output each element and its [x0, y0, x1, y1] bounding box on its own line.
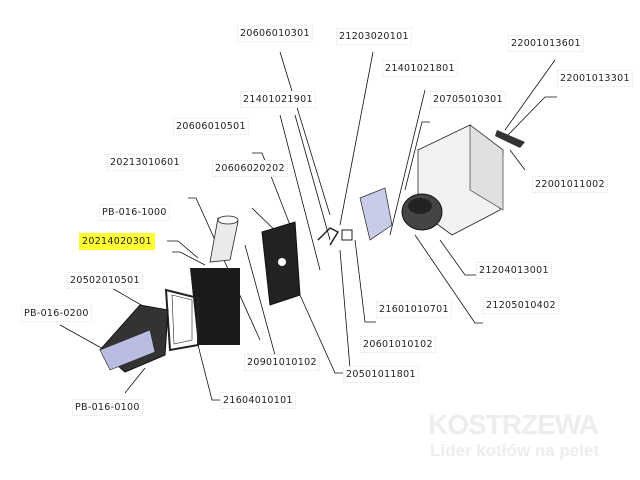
feed-tube	[209, 215, 239, 263]
part-label[interactable]: 22001011002	[532, 176, 608, 193]
part-label[interactable]: 22001013601	[508, 35, 584, 52]
fan	[401, 193, 443, 231]
part-label[interactable]: 21401021801	[382, 60, 458, 77]
part-label[interactable]: 20601010102	[360, 336, 436, 353]
part-label[interactable]: 20901010102	[244, 354, 320, 371]
part-label[interactable]: PB-016-1000	[99, 204, 170, 221]
part-label[interactable]: 21203020101	[336, 28, 412, 45]
burner-grate	[99, 304, 169, 373]
combustion-chamber	[164, 268, 240, 352]
part-label[interactable]: 20502010501	[67, 272, 143, 289]
part-label[interactable]: 20606020202	[212, 160, 288, 177]
leader-lines	[59, 51, 557, 401]
small-plate	[341, 229, 353, 241]
part-label[interactable]: 20606010301	[237, 25, 313, 42]
bracket	[317, 227, 340, 246]
part-label-highlighted[interactable]: 20214020301	[79, 233, 155, 250]
part-label[interactable]: 20501011801	[343, 366, 419, 383]
watermark-tagline: Lider kotłów na pelet	[430, 441, 600, 460]
part-label[interactable]: 22001013301	[557, 70, 633, 87]
mounting-plate	[261, 221, 301, 306]
controller-box	[359, 187, 393, 241]
part-label[interactable]: 20606010501	[173, 118, 249, 135]
part-label[interactable]: 21205010402	[483, 297, 559, 314]
part-label[interactable]: 21604010101	[220, 392, 296, 409]
part-label[interactable]: PB-016-0100	[72, 399, 143, 416]
part-label[interactable]: 20705010301	[430, 91, 506, 108]
part-label[interactable]: 21401021901	[240, 91, 316, 108]
part-label[interactable]: PB-016-0200	[21, 305, 92, 322]
part-label[interactable]: 21601010701	[376, 301, 452, 318]
part-label[interactable]: 20213010601	[107, 154, 183, 171]
part-label[interactable]: 21204013001	[476, 262, 552, 279]
watermark-brand: KOSTRZEWA	[428, 409, 599, 440]
